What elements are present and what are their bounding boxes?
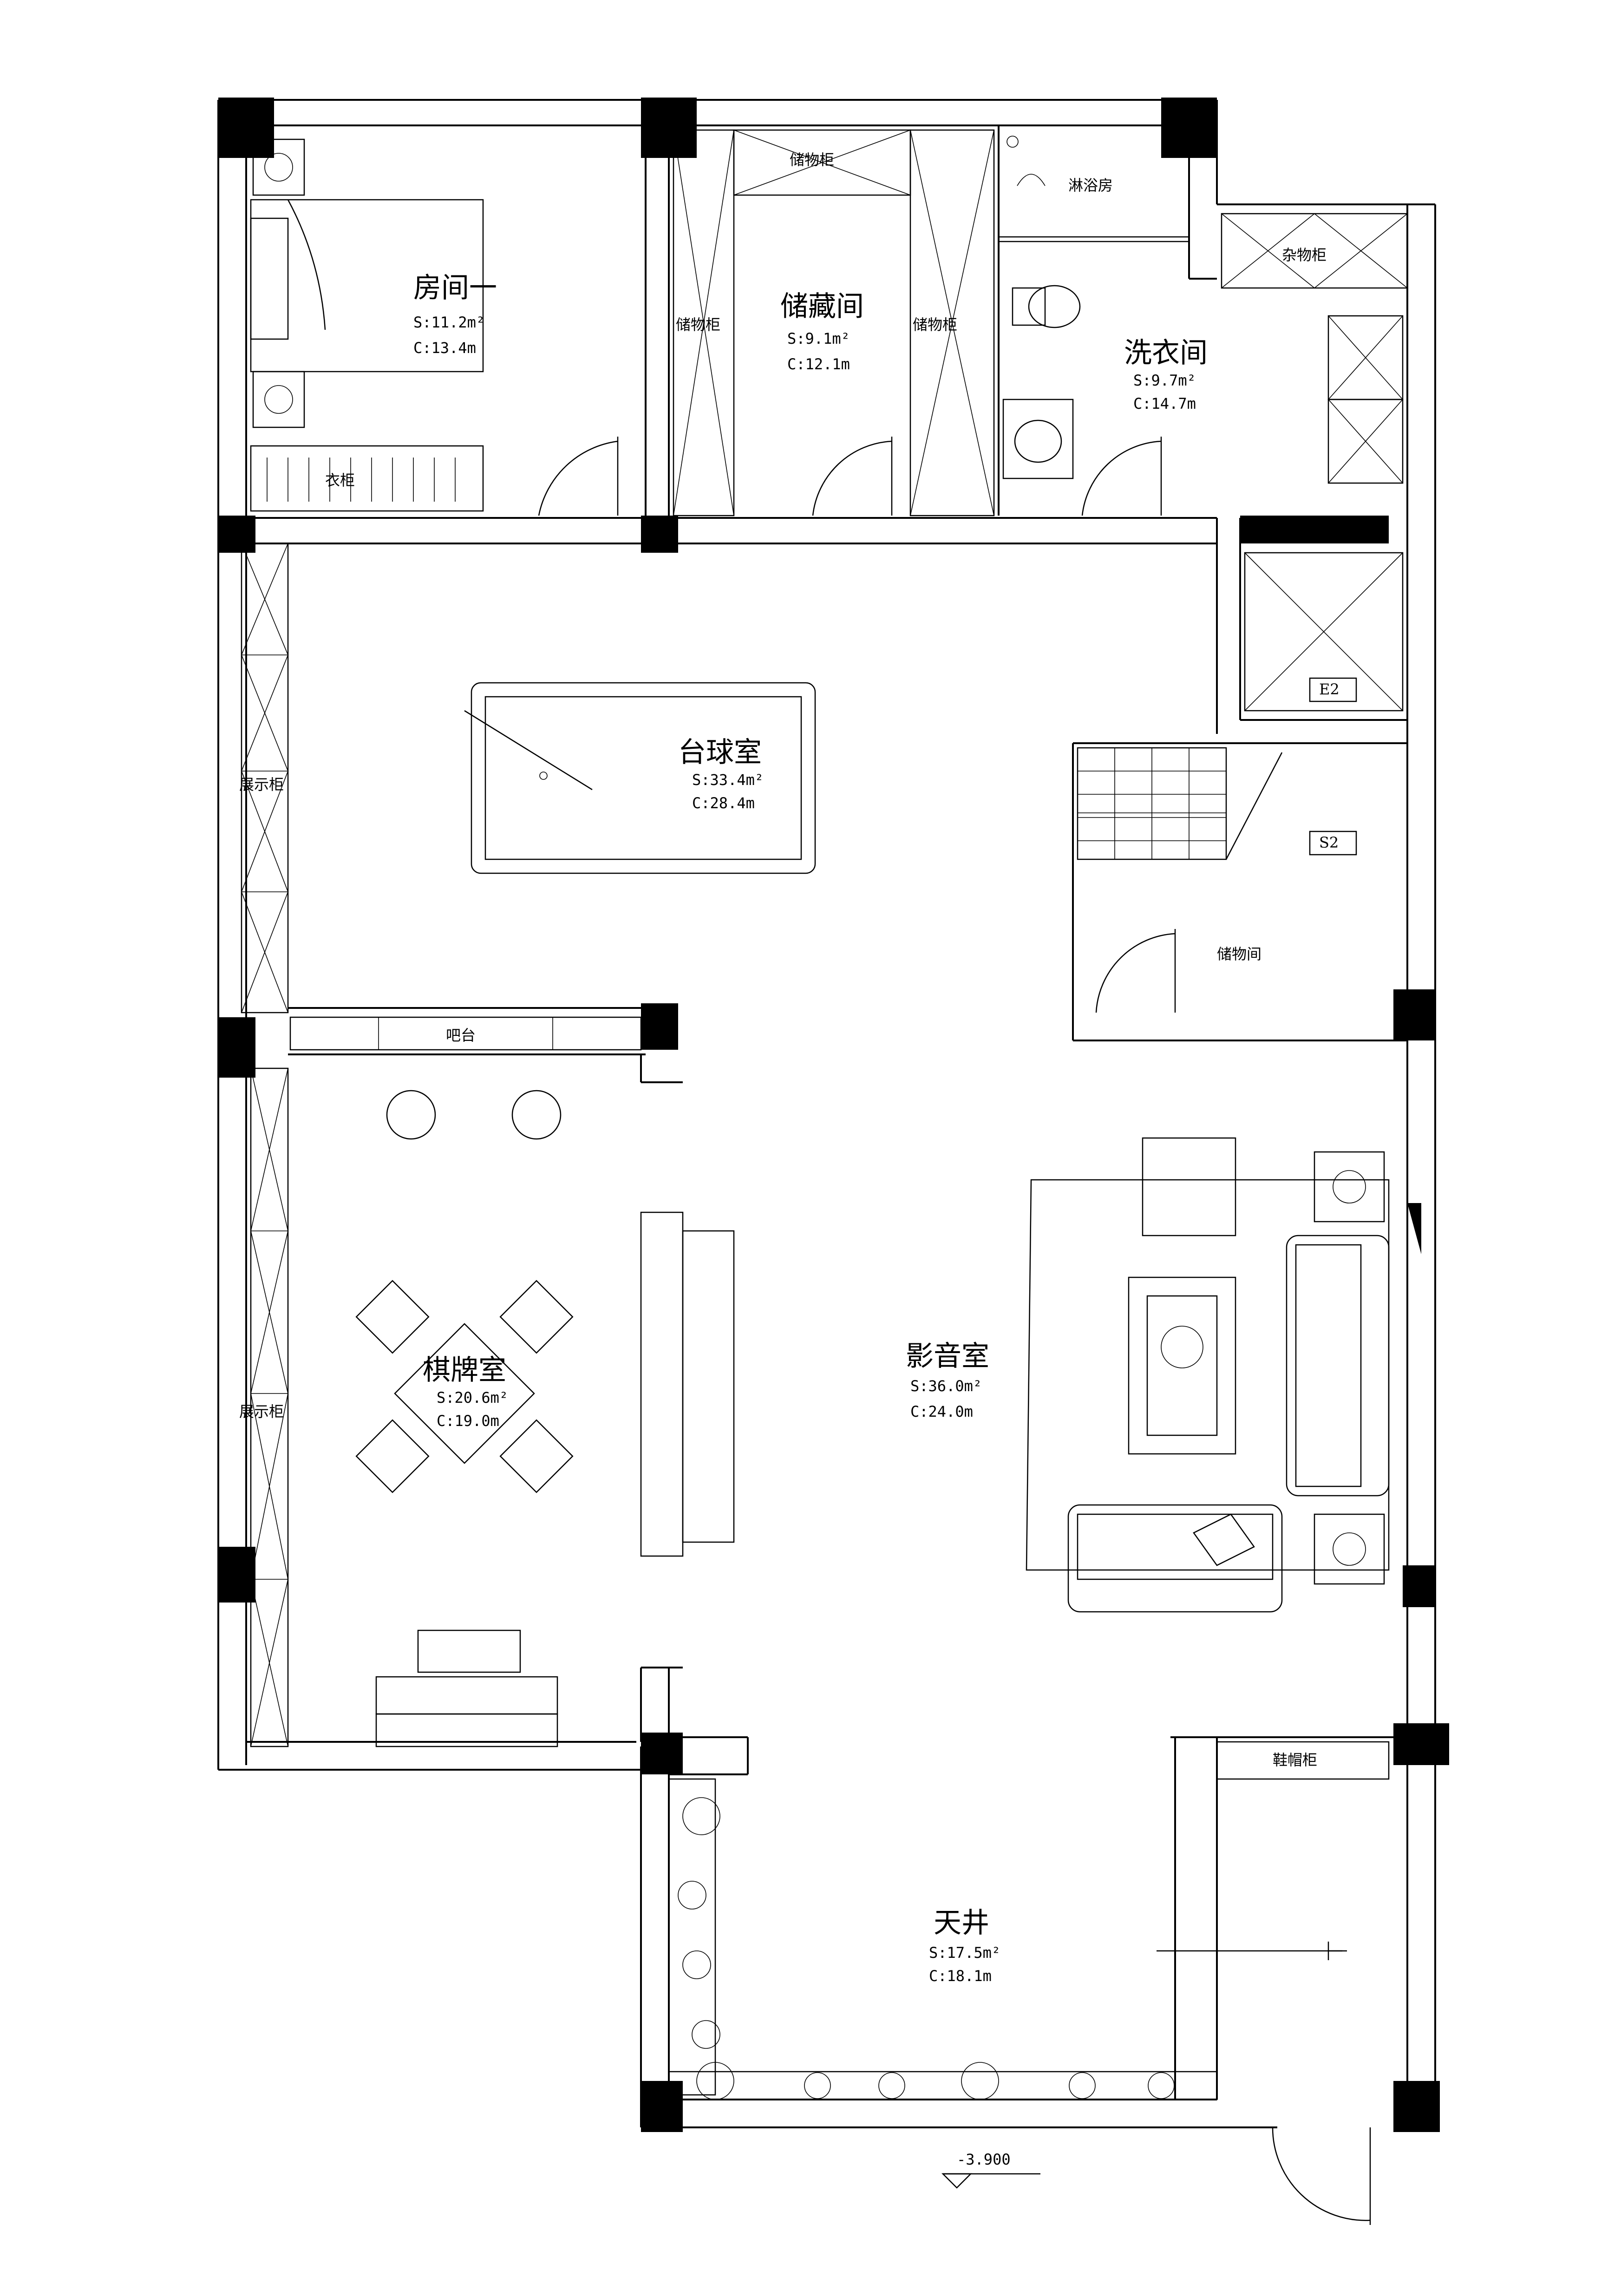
stairs: [1077, 747, 1357, 1013]
billiard-table: [464, 682, 816, 874]
storage-cabinet-label-right: 储物柜: [913, 316, 957, 334]
room1-perimeter: C:13.4m: [413, 339, 476, 357]
billiard-perimeter: C:28.4m: [692, 794, 755, 812]
structural-columns: [218, 98, 1449, 2132]
room1-area: S:11.2m²: [413, 314, 485, 331]
display-cabinet-label-upper: 展示柜: [239, 776, 284, 793]
storage-perimeter: C:12.1m: [787, 355, 850, 373]
tv-wall: [640, 1211, 735, 1557]
storage-name: 储藏间: [780, 290, 864, 323]
room1-name: 房间一: [413, 272, 497, 304]
laundry-name: 洗衣间: [1124, 337, 1208, 369]
small-storage-label: 储物间: [1217, 945, 1262, 963]
courtyard-perimeter: C:18.1m: [929, 1967, 992, 1985]
walls: [217, 99, 1436, 2128]
room-labels: 房间一 S:11.2m² C:13.4m 储藏间 S:9.1m² C:12.1m…: [413, 272, 1208, 1985]
shoe-cabinet-label: 鞋帽柜: [1273, 1751, 1317, 1769]
theater-area: S:36.0m²: [910, 1377, 982, 1395]
chess-name: 棋牌室: [423, 1354, 506, 1387]
theater-name: 影音室: [906, 1340, 989, 1373]
elevator-shaft: [1244, 552, 1404, 712]
courtyard-name: 天井: [934, 1907, 989, 1939]
wardrobe-label: 衣柜: [325, 471, 355, 489]
laundry-fixtures: [999, 136, 1408, 516]
billiard-name: 台球室: [678, 736, 762, 769]
stair-label: S2: [1319, 834, 1339, 851]
display-cabinets: [241, 543, 289, 1747]
chess-area: S:20.6m²: [437, 1389, 508, 1406]
laundry-area: S:9.7m²: [1133, 372, 1196, 389]
bar-label: 吧台: [446, 1027, 476, 1044]
storage-cabinet-label-top: 储物柜: [790, 151, 834, 169]
courtyard-area: S:17.5m²: [929, 1944, 1000, 1962]
elevator-label: E2: [1319, 680, 1340, 698]
storage-area: S:9.1m²: [787, 330, 850, 347]
level-label: -3.900: [957, 2151, 1011, 2168]
shower-label: 淋浴房: [1068, 177, 1113, 194]
billiard-area: S:33.4m²: [692, 771, 764, 789]
level-marker: [941, 2173, 1040, 2189]
courtyard-planters: [668, 1778, 1371, 2225]
fixture-labels: 淋浴房 储物柜 储物柜 储物柜 杂物柜 衣柜 展示柜 展示柜 吧台 储物间 鞋帽…: [239, 151, 1340, 2168]
display-cabinet-label-lower: 展示柜: [239, 1403, 284, 1420]
theater-furniture: [1026, 1137, 1390, 1613]
shoe-cabinet: [1216, 1741, 1390, 1780]
misc-cabinet-label: 杂物柜: [1282, 246, 1327, 264]
chess-table: [355, 1280, 574, 1493]
storage-room-cabinets: [673, 129, 995, 517]
chess-perimeter: C:19.0m: [437, 1412, 499, 1430]
laundry-perimeter: C:14.7m: [1133, 395, 1196, 412]
piano: [375, 1629, 558, 1747]
room1-furniture: [250, 138, 619, 516]
storage-cabinet-label-left: 储物柜: [676, 316, 720, 334]
theater-perimeter: C:24.0m: [910, 1403, 973, 1420]
bar-counter: [289, 1016, 642, 1140]
